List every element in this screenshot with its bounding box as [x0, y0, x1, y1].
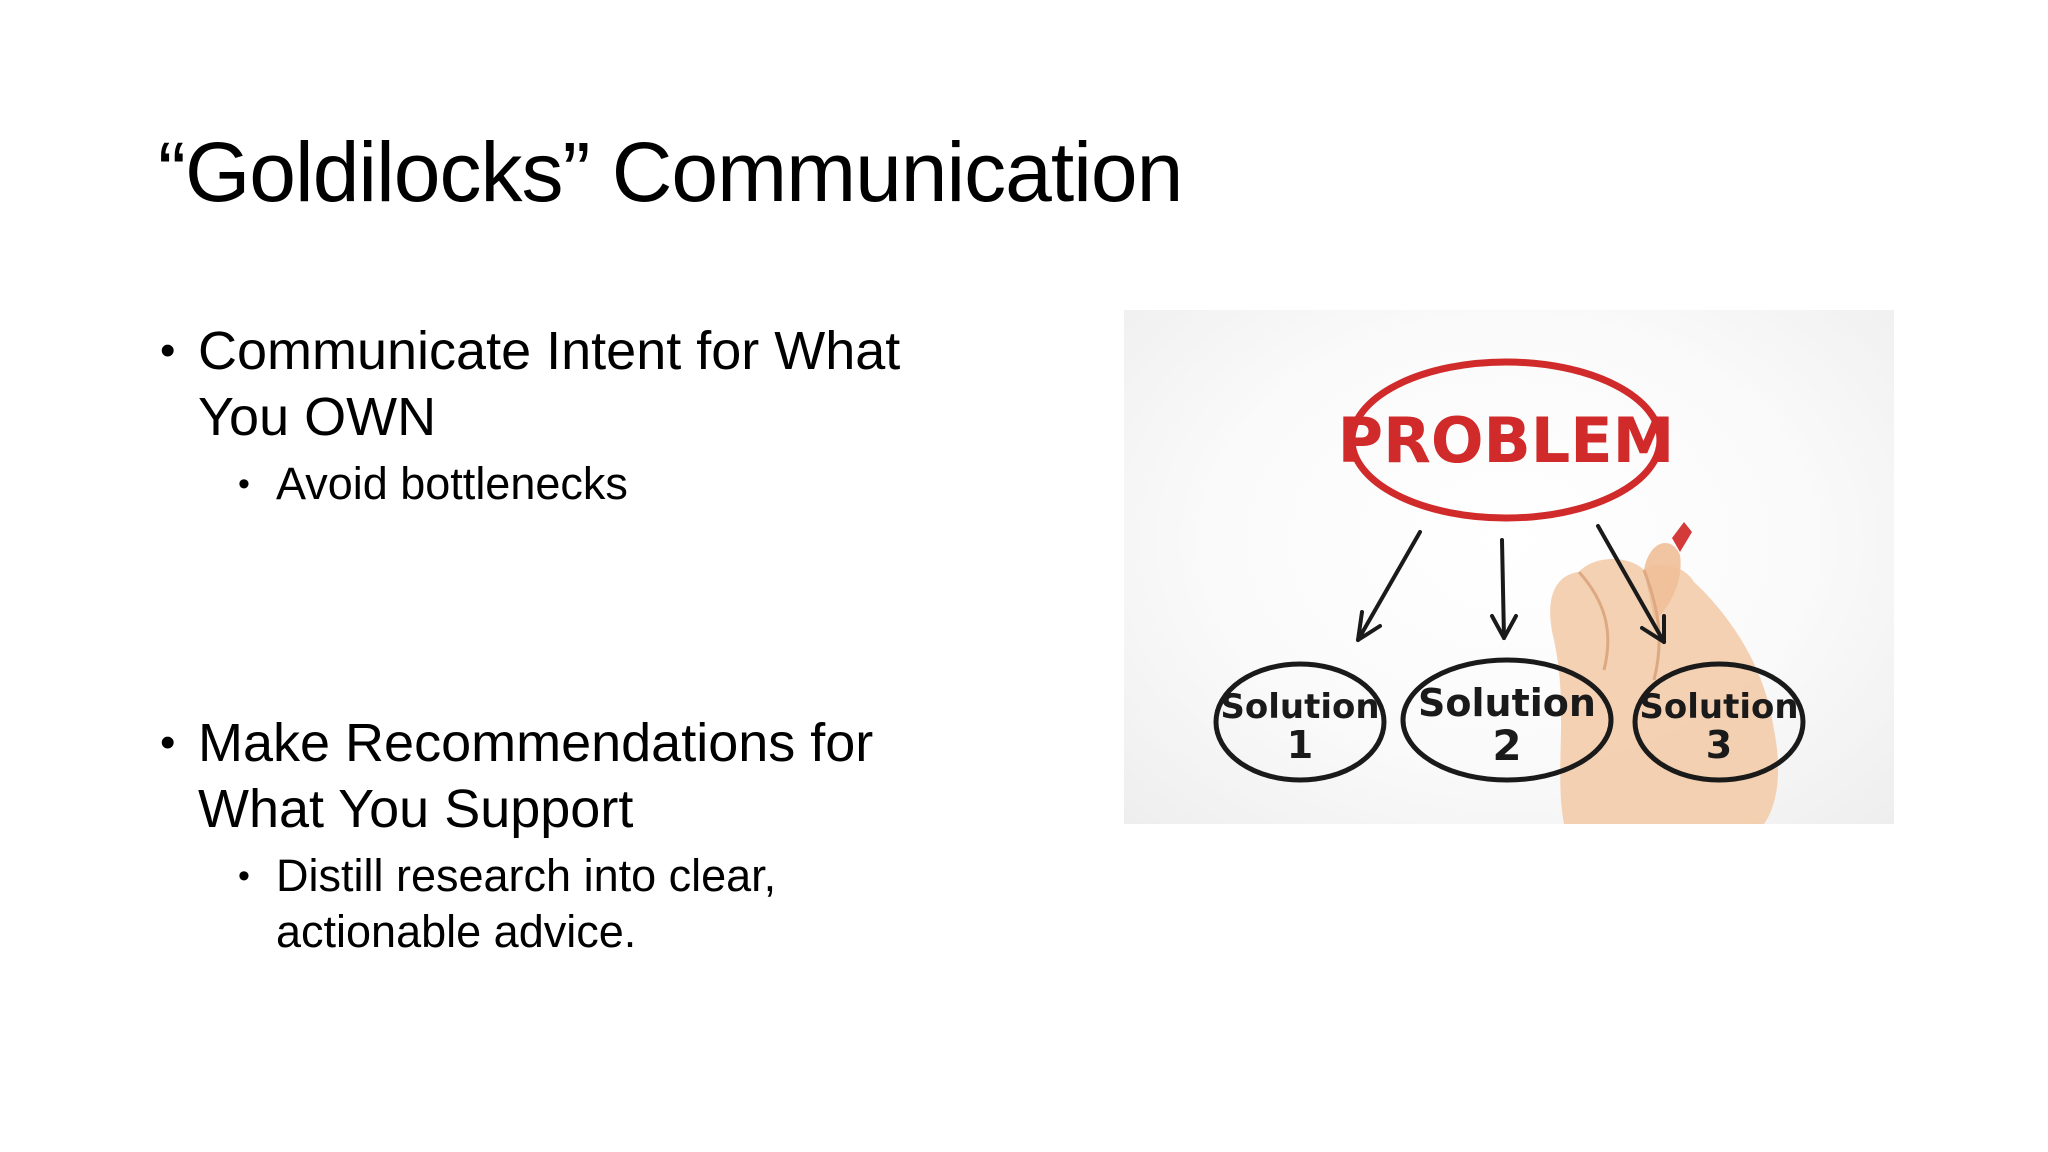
solution-1-label: Solution [1220, 687, 1379, 727]
problem-ellipse [1348, 358, 1664, 522]
arrow-1 [1356, 530, 1422, 642]
bullet-dot: • [160, 326, 176, 375]
solution-2-number: 2 [1492, 721, 1521, 770]
solution-2-ellipse [1400, 657, 1614, 783]
bullet-item: • Communicate Intent for What You OWN • … [158, 318, 978, 512]
sub-bullet-item: • Avoid bottlenecks [158, 456, 978, 512]
sub-bullet-text: Distill research into clear, actionable … [276, 850, 777, 957]
slide-title: “Goldilocks” Communication [158, 125, 1183, 219]
solution-1-number: 1 [1287, 723, 1313, 767]
bullet-dot: • [238, 465, 250, 503]
sub-bullet-text: Avoid bottlenecks [276, 458, 628, 509]
solution-1-ellipse [1213, 661, 1387, 783]
solution-2-label: Solution [1418, 681, 1596, 725]
problem-label: PROBLEM [1338, 404, 1675, 477]
problem-solution-diagram: PROBLEM Solution 1 Solution 2 [1213, 358, 1806, 824]
bullet-dot: • [160, 718, 176, 767]
bullet-item: • Make Recommendations for What You Supp… [158, 710, 978, 960]
solution-3-label: Solution [1639, 687, 1798, 727]
problem-solution-image: PROBLEM Solution 1 Solution 2 [1124, 310, 1894, 824]
arrow-3 [1596, 524, 1666, 644]
arrow-2 [1490, 538, 1518, 640]
bullet-text: Make Recommendations for What You Suppor… [198, 713, 874, 839]
bullet-text: Communicate Intent for What You OWN [198, 321, 901, 447]
bullet-dot: • [238, 857, 250, 895]
solution-3-ellipse [1632, 661, 1806, 783]
solution-3-number: 3 [1706, 723, 1732, 767]
sub-bullet-item: • Distill research into clear, actionabl… [158, 848, 978, 960]
hand-illustration [1550, 522, 1779, 824]
